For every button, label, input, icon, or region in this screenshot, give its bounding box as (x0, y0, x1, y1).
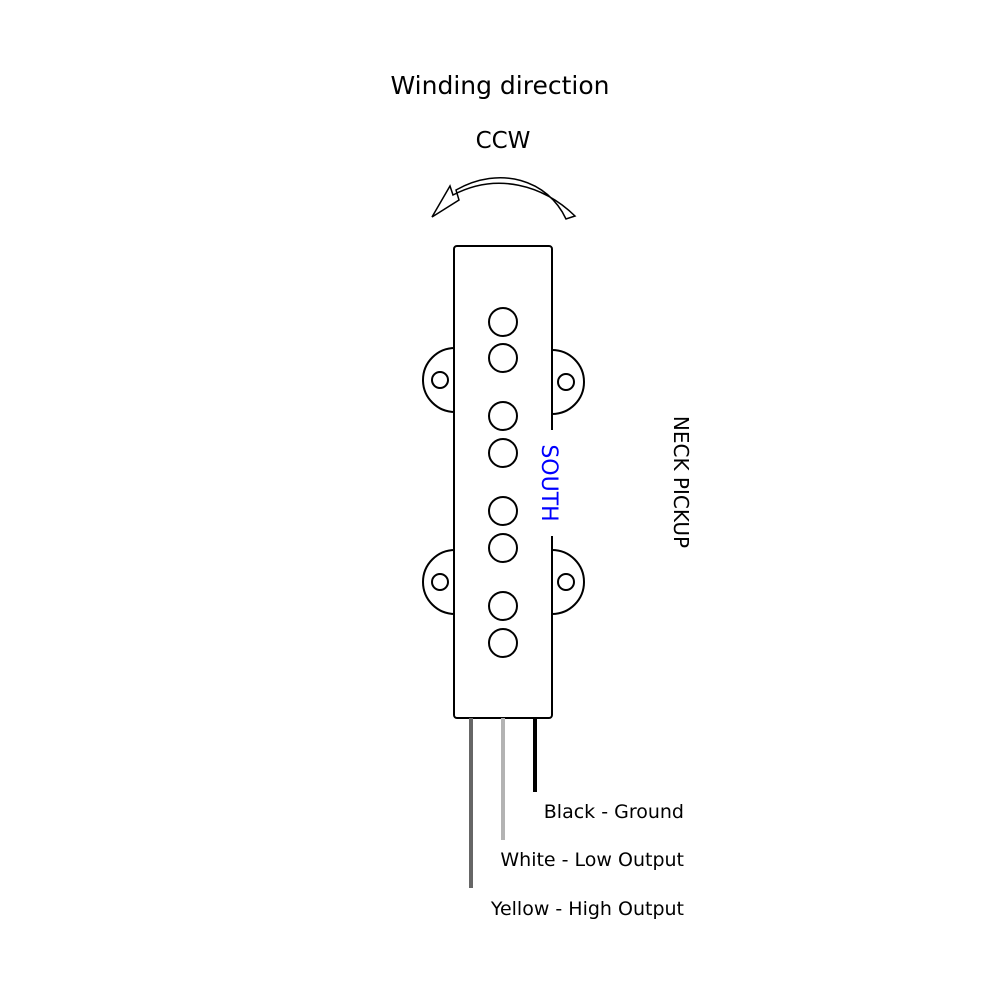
pole-piece (488, 628, 518, 658)
counter-clockwise-arrow-icon (431, 176, 577, 220)
pole-pieces (488, 307, 518, 658)
wire-label-yellow: Yellow - High Output (490, 898, 684, 920)
screw-hole (431, 573, 449, 591)
pole-piece (488, 307, 518, 337)
diagram-title: Winding direction (391, 71, 610, 100)
screw-hole (431, 371, 449, 389)
pole-piece (488, 496, 518, 526)
wire-label-white: White - Low Output (500, 849, 684, 871)
screw-hole (557, 373, 575, 391)
winding-direction-label: CCW (476, 128, 531, 154)
pole-piece (488, 343, 518, 373)
pickup-position-label: NECK PICKUP (669, 416, 693, 548)
pole-piece (488, 438, 518, 468)
pole-piece (488, 591, 518, 621)
pole-piece (488, 533, 518, 563)
pole-piece (488, 401, 518, 431)
south-label-backing (538, 430, 564, 536)
lead-wires (469, 718, 537, 888)
wire-label-black: Black - Ground (544, 801, 684, 823)
pole-polarity-label: SOUTH (536, 444, 561, 521)
screw-hole (557, 573, 575, 591)
